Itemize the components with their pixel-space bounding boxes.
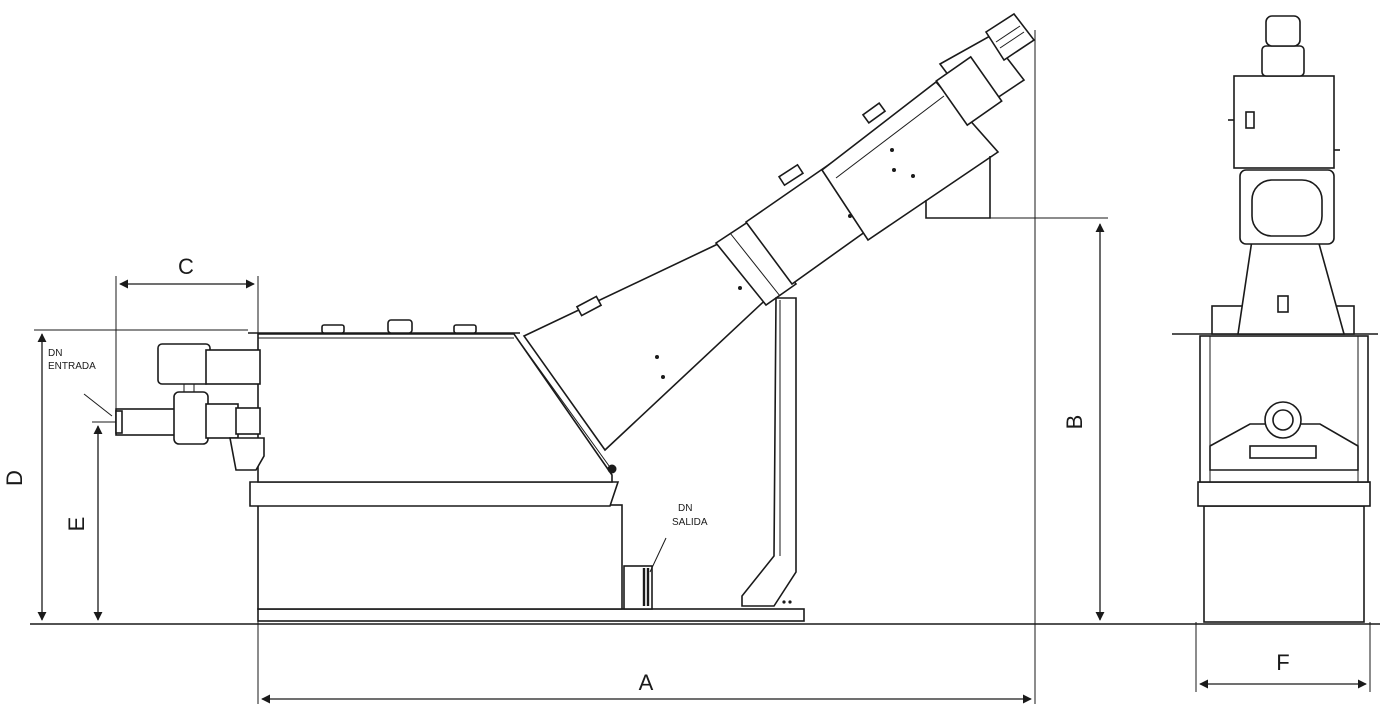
front-cone-port	[1277, 295, 1289, 313]
motor-fan-cover	[984, 12, 1036, 62]
housing-handle	[861, 101, 887, 125]
inlet-coupling	[235, 407, 261, 435]
dimension-e-label: E	[64, 517, 89, 532]
tube-handle	[777, 163, 805, 187]
tank-flange	[249, 481, 620, 507]
tube-handle	[575, 295, 603, 317]
lid-handle	[453, 324, 477, 334]
inlet-pipe	[115, 408, 177, 436]
outlet-callout-line2: SALIDA	[672, 517, 708, 528]
front-cone	[1237, 239, 1346, 335]
front-inlet-flange	[1264, 401, 1302, 439]
inlet-callout-line2: ENTRADA	[48, 361, 96, 372]
inlet-elbow	[229, 437, 265, 471]
front-motor-fan	[1265, 15, 1301, 47]
inlet-valve	[173, 391, 209, 445]
support-leg	[741, 297, 797, 607]
dimension-b-label: B	[1062, 415, 1087, 430]
dimension-a-label: A	[639, 670, 654, 695]
front-lower-tank	[1203, 505, 1365, 623]
inlet-leader	[83, 393, 113, 417]
dimension-d-label: D	[2, 470, 27, 486]
lid-handle	[387, 319, 413, 334]
lid-handle	[321, 324, 345, 334]
front-flange	[1197, 481, 1371, 507]
inlet-callout-line1: DN	[48, 348, 62, 359]
inlet-valve-body	[205, 403, 239, 439]
front-view	[1172, 15, 1378, 623]
outlet-callout-line1: DN	[678, 503, 692, 514]
side-view	[115, 12, 1108, 622]
outlet-leader	[649, 537, 667, 573]
front-motor	[1261, 45, 1305, 77]
inlet-actuator-motor	[205, 349, 261, 385]
base-plate	[257, 608, 805, 622]
discharge-housing	[820, 80, 1000, 242]
dimension-c-label: C	[178, 254, 194, 279]
front-inlet-plate	[1249, 445, 1317, 459]
gearbox	[935, 55, 1003, 127]
dimension-f-label: F	[1276, 650, 1289, 675]
tube-flange	[714, 220, 798, 307]
dimension-lines	[34, 30, 1371, 704]
inlet-actuator	[157, 343, 211, 385]
lower-tank	[257, 504, 623, 610]
